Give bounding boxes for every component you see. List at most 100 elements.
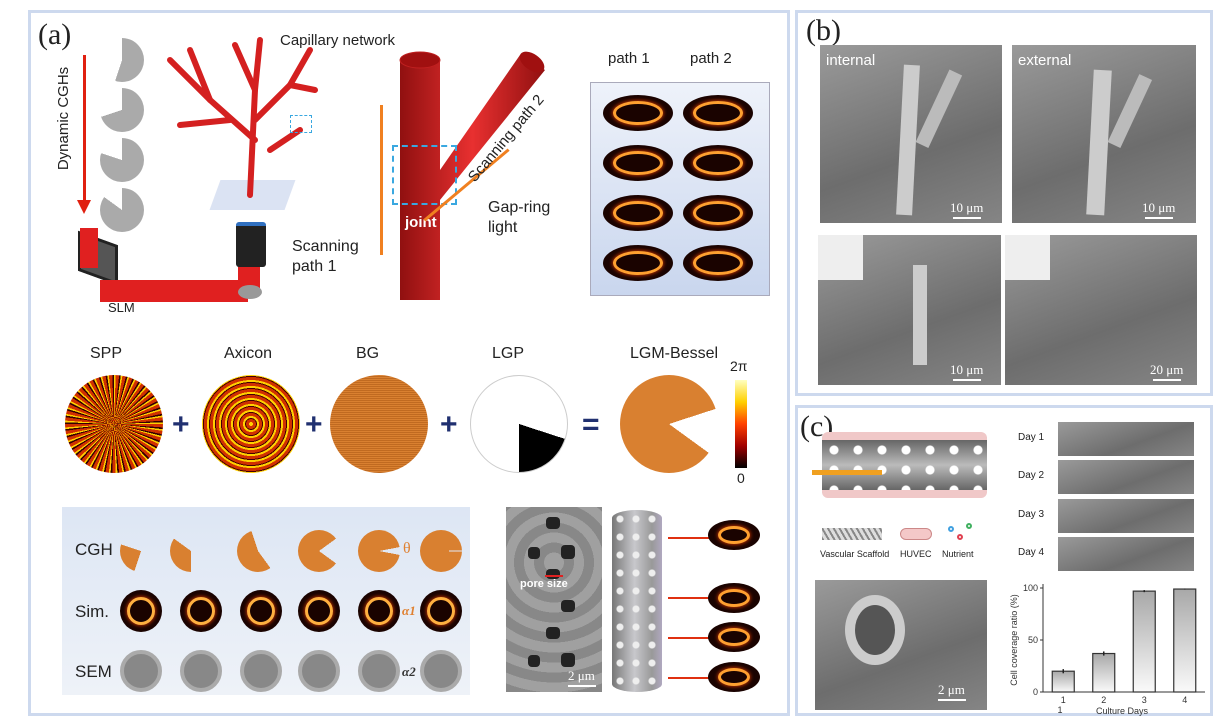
cgh-pacman-icon — [100, 88, 144, 132]
red-inset-model — [1005, 235, 1050, 280]
sem-ring — [298, 650, 340, 692]
pore — [528, 547, 540, 559]
gap-ring-image — [603, 195, 673, 231]
external-label: external — [1018, 52, 1072, 69]
scale-bar: 10 μm — [950, 362, 983, 381]
alpha2-label: α2 — [402, 664, 416, 679]
bar — [1092, 652, 1116, 693]
cgh-shape — [237, 530, 279, 572]
y-tick-label: 50 — [1028, 635, 1038, 645]
tube — [913, 265, 927, 365]
day-3-label: Day 3 — [1018, 509, 1045, 520]
ring-light-pattern — [708, 520, 760, 550]
tube-opening — [845, 595, 905, 665]
flow-arrow — [812, 470, 882, 475]
scale-bar: 10 μm — [950, 200, 983, 219]
vessel-joint-model — [399, 51, 545, 300]
scanning-path-1-label: Scanning path 1 — [292, 238, 359, 275]
joint-label: joint — [405, 214, 437, 231]
cgh-pacman-icon — [100, 38, 144, 82]
sem-ring — [120, 650, 162, 692]
plus-operator: + — [172, 408, 190, 441]
red-arrow — [668, 537, 710, 539]
mirror — [238, 285, 262, 299]
red-arrow — [668, 637, 710, 639]
sim-ring — [120, 590, 162, 632]
gap-ring-image — [683, 195, 753, 231]
x-tick-label: 4 — [1182, 695, 1187, 705]
porous-tube-model — [612, 510, 662, 692]
legend-nutrient-dots — [948, 526, 954, 532]
sim-ring — [180, 590, 222, 632]
gap-ring-light-label: Gap-ring light — [488, 199, 551, 236]
sim-ring — [240, 590, 282, 632]
sem-ring — [420, 650, 462, 692]
pore-size-label: pore size — [520, 578, 568, 590]
legend-huvec-swatch — [900, 528, 932, 540]
bar — [1173, 588, 1197, 693]
sem-ring — [358, 650, 400, 692]
sem-tripod — [818, 235, 1001, 385]
gap-ring-image — [603, 95, 673, 131]
lgp-label: LGP — [492, 345, 525, 362]
cgh-shape — [120, 530, 162, 572]
gap-ring-image — [683, 95, 753, 131]
day-1-sem — [1058, 422, 1194, 456]
row-label-sem: SEM — [75, 662, 112, 681]
x-extra-label: 1 — [1057, 705, 1062, 715]
cgh-pacman-icon — [100, 188, 144, 232]
y-tick-label: 0 — [1033, 687, 1038, 697]
bg-hologram — [330, 375, 428, 473]
legend-nutrient-dots — [966, 523, 972, 529]
colorbar — [735, 380, 747, 468]
pore — [546, 569, 560, 579]
porous-tube-sem — [506, 507, 602, 692]
tube-opening-sem — [815, 580, 987, 710]
lgm-bessel-hologram — [620, 375, 718, 473]
path-1-header: path 1 — [608, 50, 650, 67]
bar — [1051, 670, 1075, 693]
y-branch — [1107, 74, 1153, 148]
x-tick-label: 1 — [1061, 695, 1066, 705]
cgh-shape — [170, 530, 212, 572]
scale-bar-2um: 2 μm — [568, 668, 596, 687]
red-arrow — [668, 677, 710, 679]
spp-hologram — [65, 375, 163, 473]
sem-internal — [820, 45, 1002, 223]
sim-ring — [298, 590, 340, 632]
laser-beam — [80, 228, 98, 268]
pore-size-marker — [545, 575, 563, 577]
scale-bar: 20 μm — [1150, 362, 1183, 381]
day-2-sem — [1058, 460, 1194, 494]
red-arrow — [668, 597, 710, 599]
sem-external — [1012, 45, 1196, 223]
theta-label: θ — [403, 540, 411, 557]
sem-tube-array — [1005, 235, 1197, 385]
dashed-zoom-box — [392, 145, 457, 205]
legend-nutrient-dots — [957, 534, 963, 540]
y-tick-label: 100 — [1023, 583, 1038, 593]
scale-bar: 2 μm — [938, 682, 966, 701]
pore — [546, 517, 560, 529]
vascular-scaffold-diagram — [822, 432, 987, 498]
colorbar-max: 2π — [730, 358, 748, 374]
axicon-hologram — [202, 375, 300, 473]
capillary-network-label: Capillary network — [280, 32, 396, 49]
x-axis-label: Culture Days — [1096, 706, 1149, 716]
gap-ring-image — [603, 145, 673, 181]
slm-label: SLM — [108, 300, 135, 315]
legend-vascular-scaffold: Vascular Scaffold — [820, 549, 890, 559]
internal-label: internal — [826, 52, 876, 69]
panel-b-label: (b) — [806, 14, 841, 47]
objective-lens — [236, 222, 266, 267]
x-tick-label: 3 — [1142, 695, 1147, 705]
petal-light-pattern — [708, 662, 760, 692]
sim-ring — [358, 590, 400, 632]
legend-scaffold-swatch — [822, 528, 882, 540]
day-2-label: Day 2 — [1018, 470, 1045, 481]
y-branch — [915, 69, 963, 148]
legend-nutrient: Nutrient — [942, 549, 974, 559]
plus-operator: + — [440, 408, 458, 441]
lgp-hologram — [470, 375, 568, 473]
coverage-bar-chart: Cell coverage ratio (%) Culture Days 1 0… — [1009, 583, 1205, 716]
